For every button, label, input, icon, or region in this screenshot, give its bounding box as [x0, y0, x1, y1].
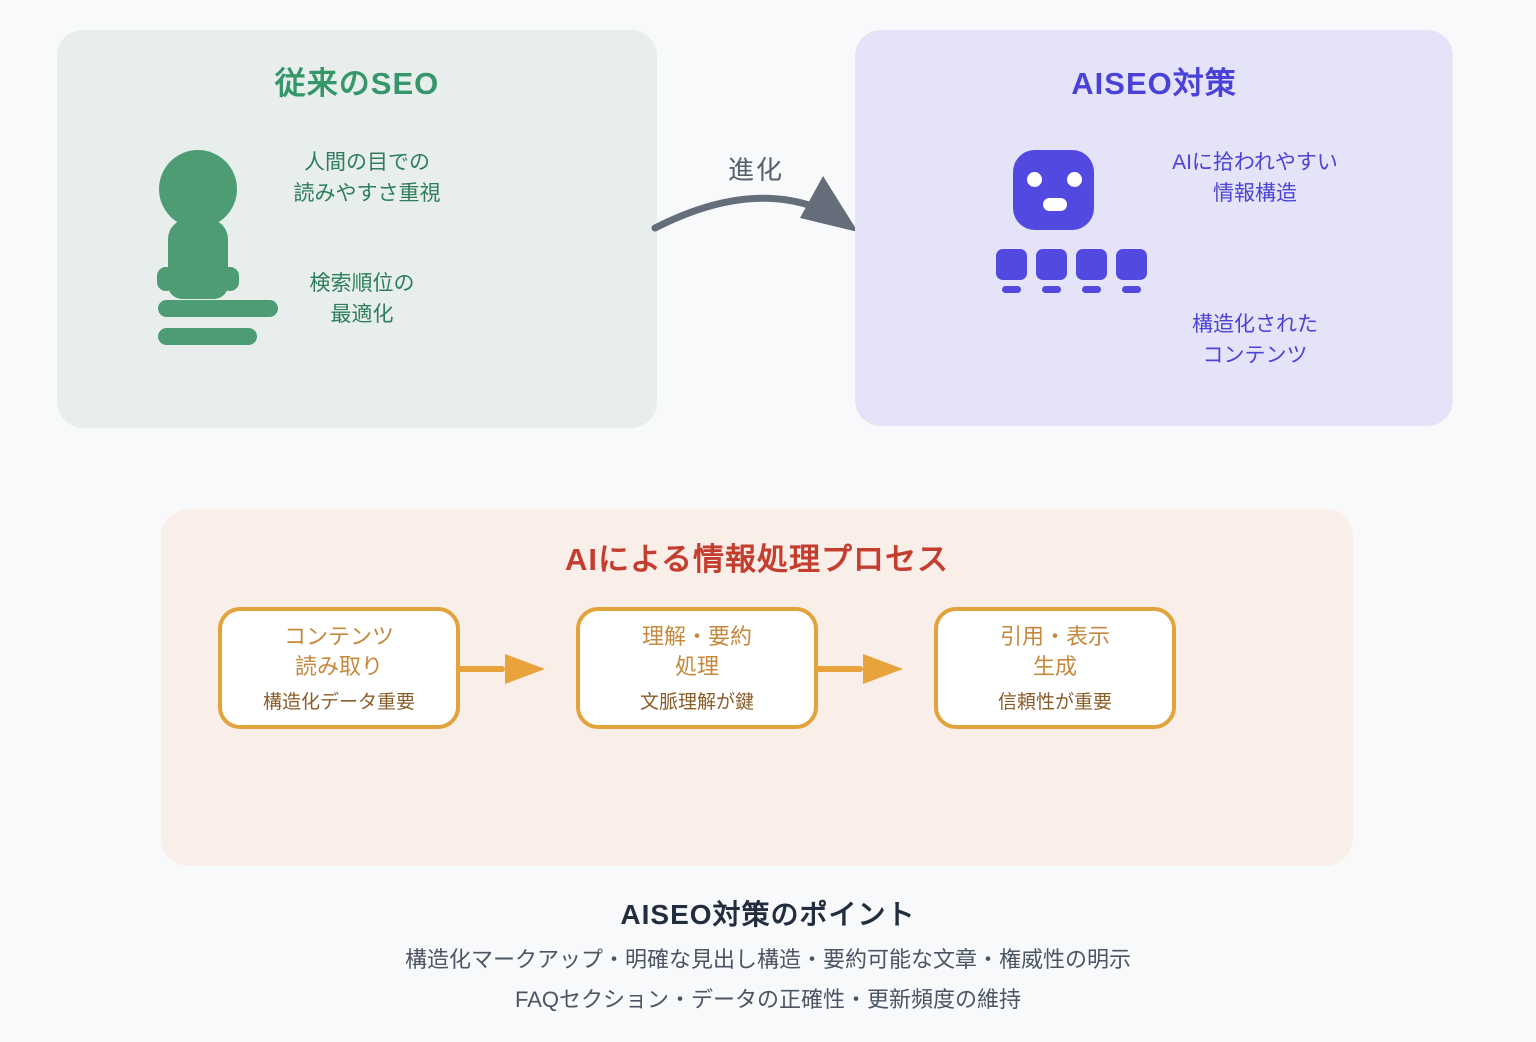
aiseo-point-content: 構造化された コンテンツ: [1192, 313, 1318, 367]
traditional-seo-point-readability: 人間の目での 読みやすさ重視: [293, 151, 441, 205]
footer-points-line2: FAQセクション・データの正確性・更新頻度の維持: [514, 987, 1021, 1012]
process-step-understand: 理解・要約 処理 文脈理解が鍵: [576, 607, 818, 729]
traditional-seo-point-ranking: 検索順位の 最適化: [309, 272, 415, 326]
process-step-note: 構造化データ重要: [262, 692, 415, 713]
person-head-shape: [159, 150, 237, 228]
robot-eye-left-shape: [1027, 172, 1042, 187]
structured-block-dash-shape: [1082, 286, 1101, 293]
structured-block-shape: [1116, 249, 1147, 280]
person-line2-shape: [158, 328, 257, 345]
structured-block-dash-shape: [1002, 286, 1021, 293]
person-line1-shape: [158, 300, 278, 317]
aiseo-point-structure: AIに拾われやすい 情報構造: [1172, 151, 1338, 205]
robot-head-shape: [1013, 150, 1094, 230]
structured-block-shape: [1036, 249, 1067, 280]
robot-icon: [996, 150, 1148, 293]
ai-process-title: AIによる情報処理プロセス: [564, 542, 950, 577]
aiseo-card: AISEO対策 AIに拾われやすい 情報構造 構造化された コンテンツ: [855, 30, 1453, 426]
robot-mouth-shape: [1043, 198, 1067, 211]
person-icon: [157, 148, 279, 348]
traditional-seo-title: 従来のSEO: [274, 66, 440, 101]
person-body-shape: [168, 219, 228, 299]
process-step-note: 文脈理解が鍵: [639, 692, 754, 713]
structured-block-dash-shape: [1122, 286, 1141, 293]
evolution-arrow-icon: [651, 176, 858, 232]
robot-eye-right-shape: [1067, 172, 1082, 187]
process-step-note: 信頼性が重要: [997, 692, 1112, 713]
structured-block-dash-shape: [1042, 286, 1061, 293]
evolution-arrow-label: 進化: [727, 155, 784, 185]
flow-arrow-icon: [458, 666, 505, 672]
footer-title: AISEO対策のポイント: [620, 899, 916, 930]
flow-arrow-icon: [816, 666, 863, 672]
process-step-read: コンテンツ 読み取り 構造化データ重要: [218, 607, 460, 729]
aiseo-title: AISEO対策: [1071, 66, 1237, 101]
process-step-cite: 引用・表示 生成 信頼性が重要: [934, 607, 1176, 729]
flow-arrowhead-icon: [863, 654, 903, 684]
structured-block-shape: [1076, 249, 1107, 280]
ai-process-card: AIによる情報処理プロセス コンテンツ 読み取り 構造化データ重要 理解・要約 …: [161, 509, 1353, 866]
footer-points-line1: 構造化マークアップ・明確な見出し構造・要約可能な文章・権威性の明示: [404, 947, 1131, 972]
structured-block-shape: [996, 249, 1027, 280]
flow-arrowhead-icon: [505, 654, 545, 684]
traditional-seo-card: 従来のSEO 人間の目での 読みやすさ重視 検索順位の 最適化: [57, 30, 657, 428]
